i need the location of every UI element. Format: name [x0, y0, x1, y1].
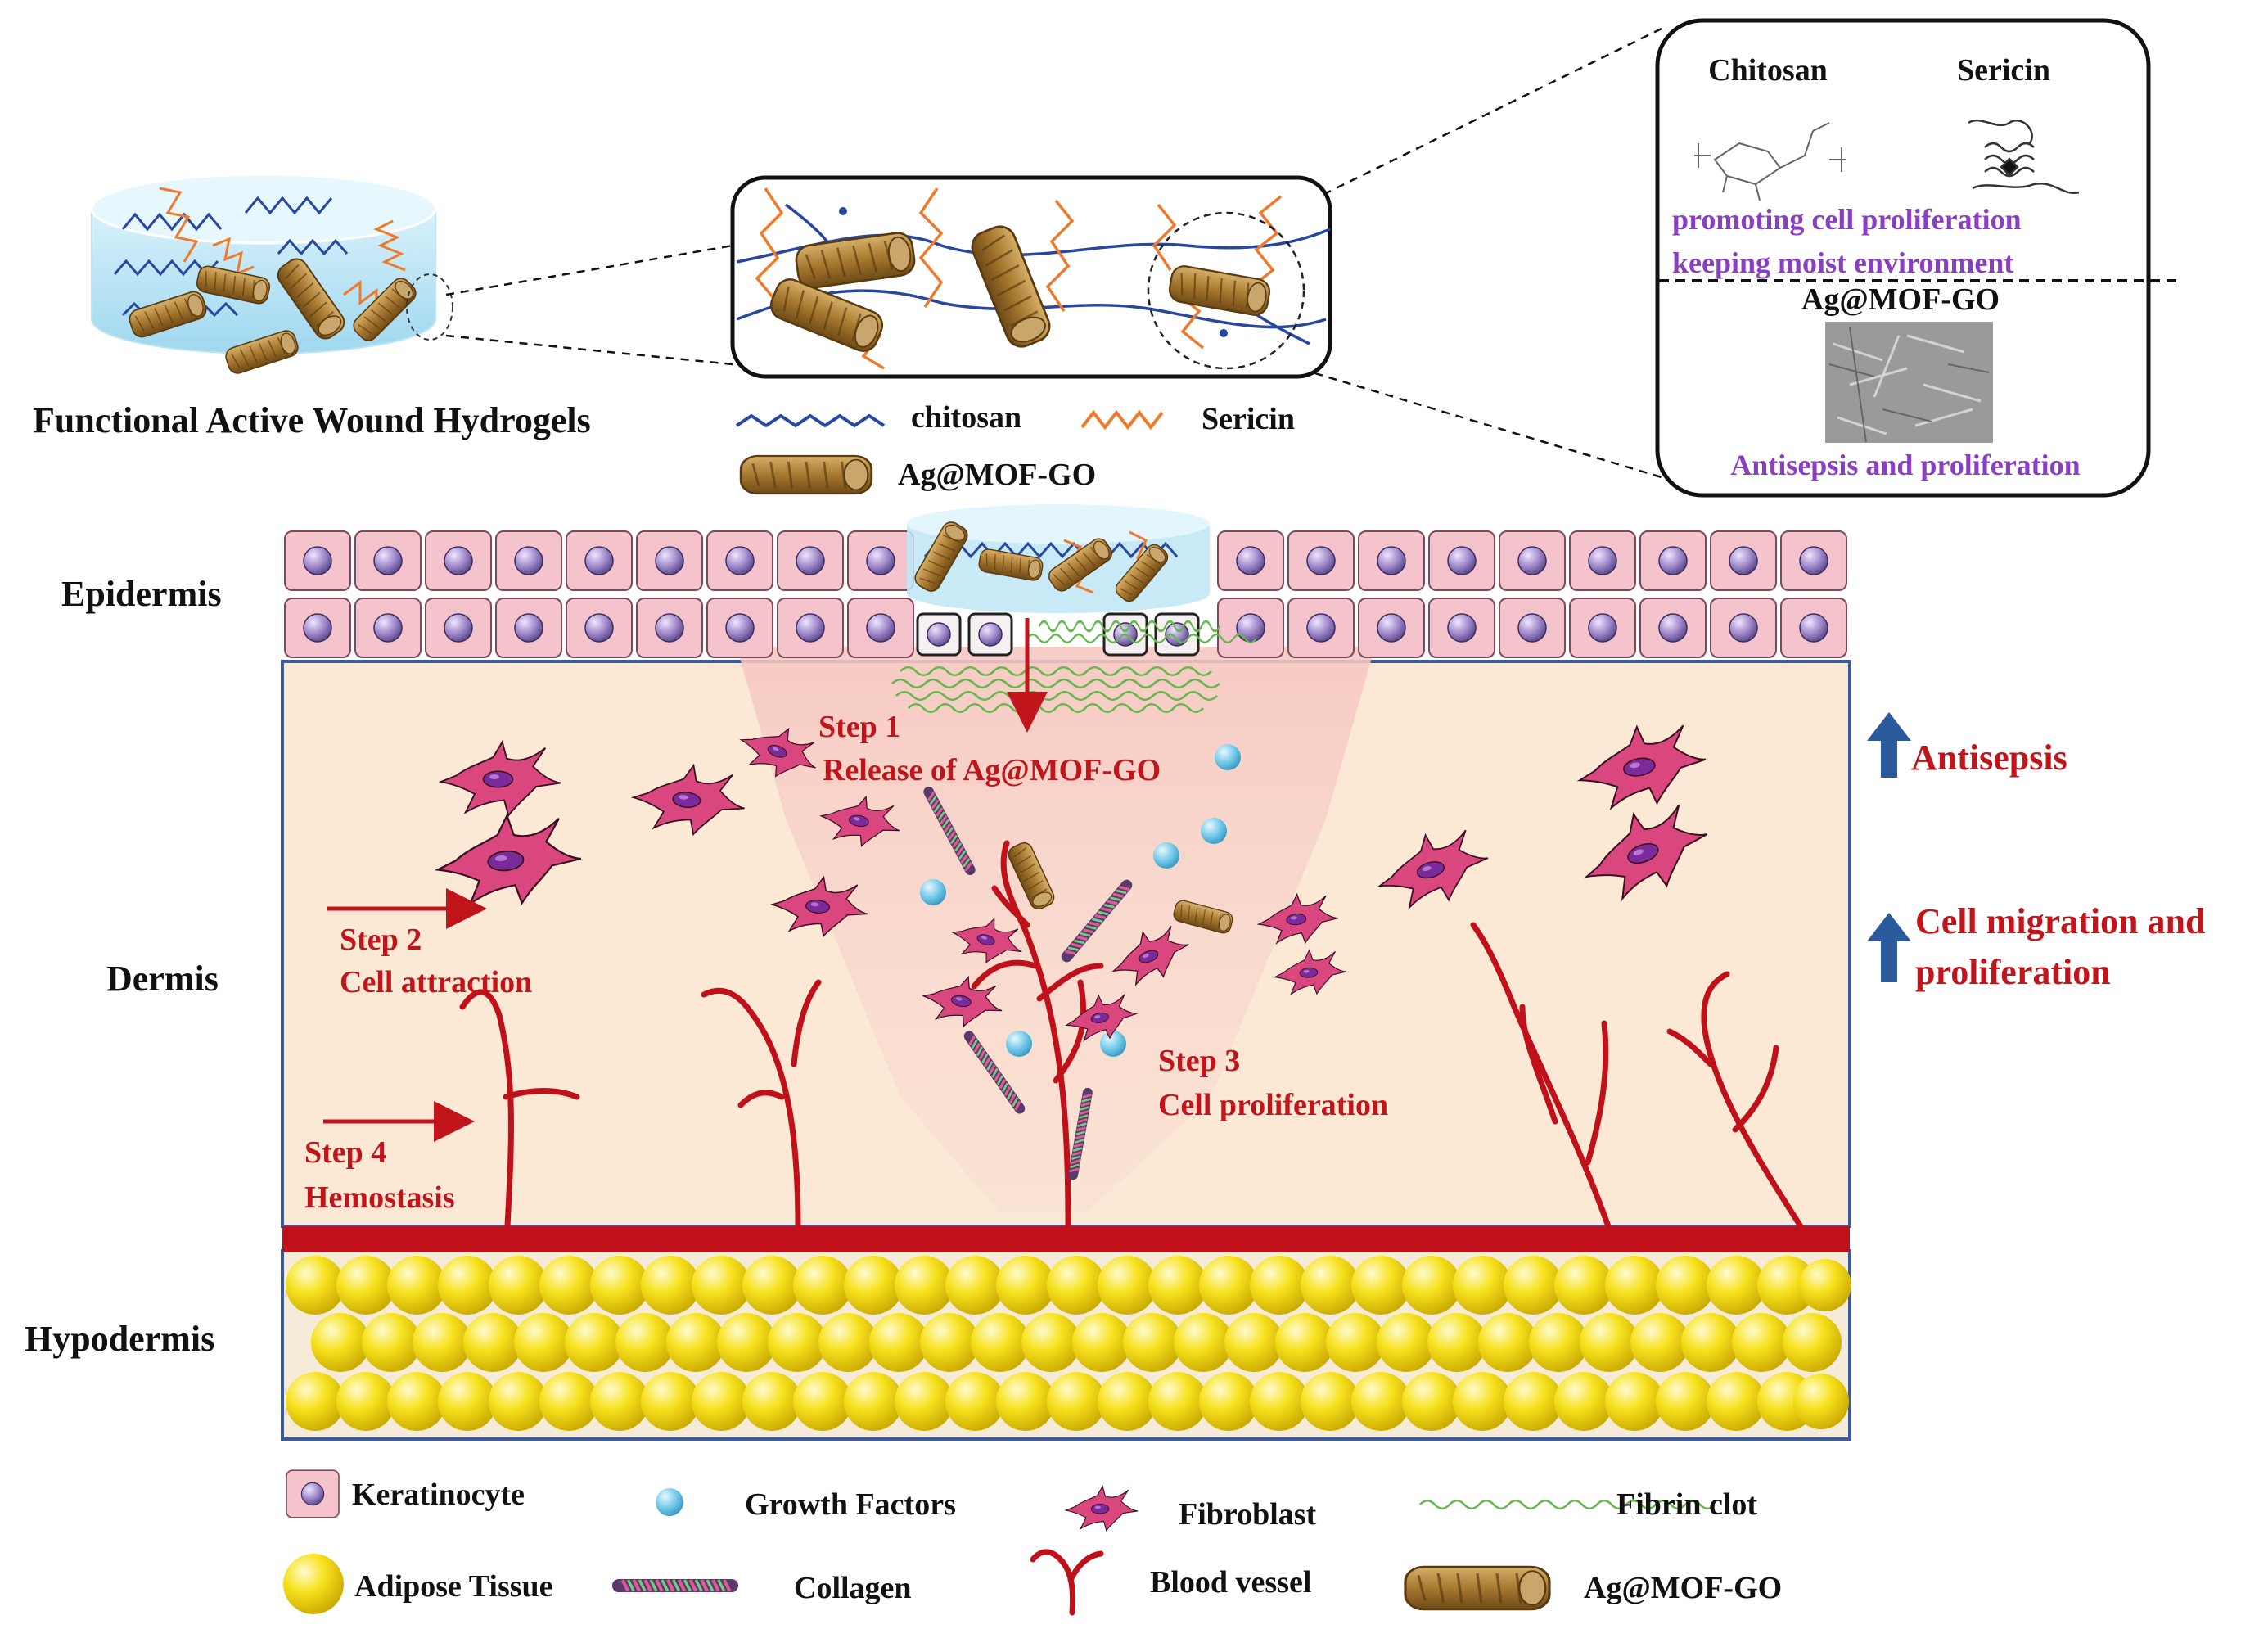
blood-vessel-band	[282, 1226, 1850, 1252]
agmof-swatch	[739, 454, 873, 495]
step4-text: Hemostasis	[304, 1180, 455, 1215]
epidermis-label: Epidermis	[61, 574, 222, 614]
step2-title: Step 2	[340, 923, 422, 957]
legend-blood-vessel: Blood vessel	[1150, 1565, 1311, 1600]
step3-title: Step 3	[1158, 1044, 1240, 1078]
sericin-swatch	[1080, 409, 1164, 431]
growth-factor-legend-icon	[656, 1488, 683, 1516]
hydrogel-title: Functional Active Wound Hydrogels	[33, 400, 591, 440]
step4-title: Step 4	[304, 1135, 386, 1170]
adipose-legend-icon	[283, 1554, 344, 1614]
hypodermis-layer	[281, 1249, 1851, 1441]
blood-vessel-legend-icon	[1030, 1549, 1104, 1616]
migration-label-line2: proliferation	[1915, 952, 2111, 992]
network-zoom-box	[730, 175, 1332, 379]
migration-up-arrow	[1867, 913, 1911, 982]
chitosan-structure-icon	[1694, 122, 1846, 201]
step2-text: Cell attraction	[340, 965, 532, 999]
treatment-zone	[737, 647, 1375, 1212]
collagen-legend-icon	[619, 1580, 732, 1591]
fibroblast-legend-icon	[1065, 1486, 1139, 1532]
inset-sericin-label: Sericin	[1957, 53, 2050, 88]
legend-keratinocyte: Keratinocyte	[352, 1478, 525, 1512]
legend-chitosan-label: chitosan	[911, 400, 1021, 435]
legend-fibroblast: Fibroblast	[1179, 1497, 1317, 1532]
composition-inset: Chitosan Sericin promoting cell prolifer…	[1655, 18, 2181, 498]
role-moist: keeping moist environment	[1672, 246, 2013, 279]
inset-agmof-label: Ag@MOF-GO	[1801, 282, 2000, 317]
legend-adipose: Adipose Tissue	[354, 1569, 553, 1604]
step3-text: Cell proliferation	[1158, 1088, 1388, 1122]
keratinocyte-legend-icon	[286, 1469, 340, 1518]
agmof-legend-icon	[1404, 1565, 1551, 1611]
sericin-structure-icon	[1968, 119, 2080, 195]
legend-growth-factors: Growth Factors	[745, 1487, 956, 1522]
chitosan-swatch	[735, 413, 886, 428]
dermis-label: Dermis	[106, 959, 219, 999]
antisepsis-up-arrow	[1867, 712, 1911, 778]
step1-title: Step 1	[818, 710, 900, 744]
legend-sericin-label: Sericin	[1202, 402, 1295, 436]
keratinocytes-left-bottom	[284, 598, 914, 658]
role-antisepsis: Antisepsis and proliferation	[1730, 449, 2080, 481]
wound-hydrogel	[907, 504, 1210, 613]
growth-factors	[920, 744, 1241, 1057]
legend-agmof-label: Ag@MOF-GO	[898, 458, 1096, 492]
legend-collagen: Collagen	[794, 1571, 912, 1605]
dermal-vessels	[459, 840, 1804, 1230]
antisepsis-label: Antisepsis	[1911, 738, 2067, 778]
migration-label-line1: Cell migration and	[1915, 901, 2205, 941]
sem-image	[1825, 322, 1993, 443]
legend-fibrin: Fibrin clot	[1616, 1487, 1757, 1522]
role-proliferation: promoting cell proliferation	[1672, 203, 2022, 236]
keratinocytes-left-top	[284, 530, 914, 591]
keratinocytes-right-bottom	[1217, 598, 1847, 658]
keratinocytes-right-top	[1217, 530, 1847, 591]
hypodermis-label: Hypodermis	[25, 1319, 214, 1359]
step1-text: Release of Ag@MOF-GO	[823, 753, 1161, 787]
top-legend: chitosan Sericin Ag@MOF-GO	[735, 400, 1295, 495]
inset-chitosan-label: Chitosan	[1708, 53, 1828, 88]
hydrogel-illustration	[90, 173, 453, 377]
bottom-legend: Keratinocyte Growth Factors Fibroblast F…	[283, 1469, 1782, 1616]
legend-agmof: Ag@MOF-GO	[1584, 1571, 1782, 1605]
